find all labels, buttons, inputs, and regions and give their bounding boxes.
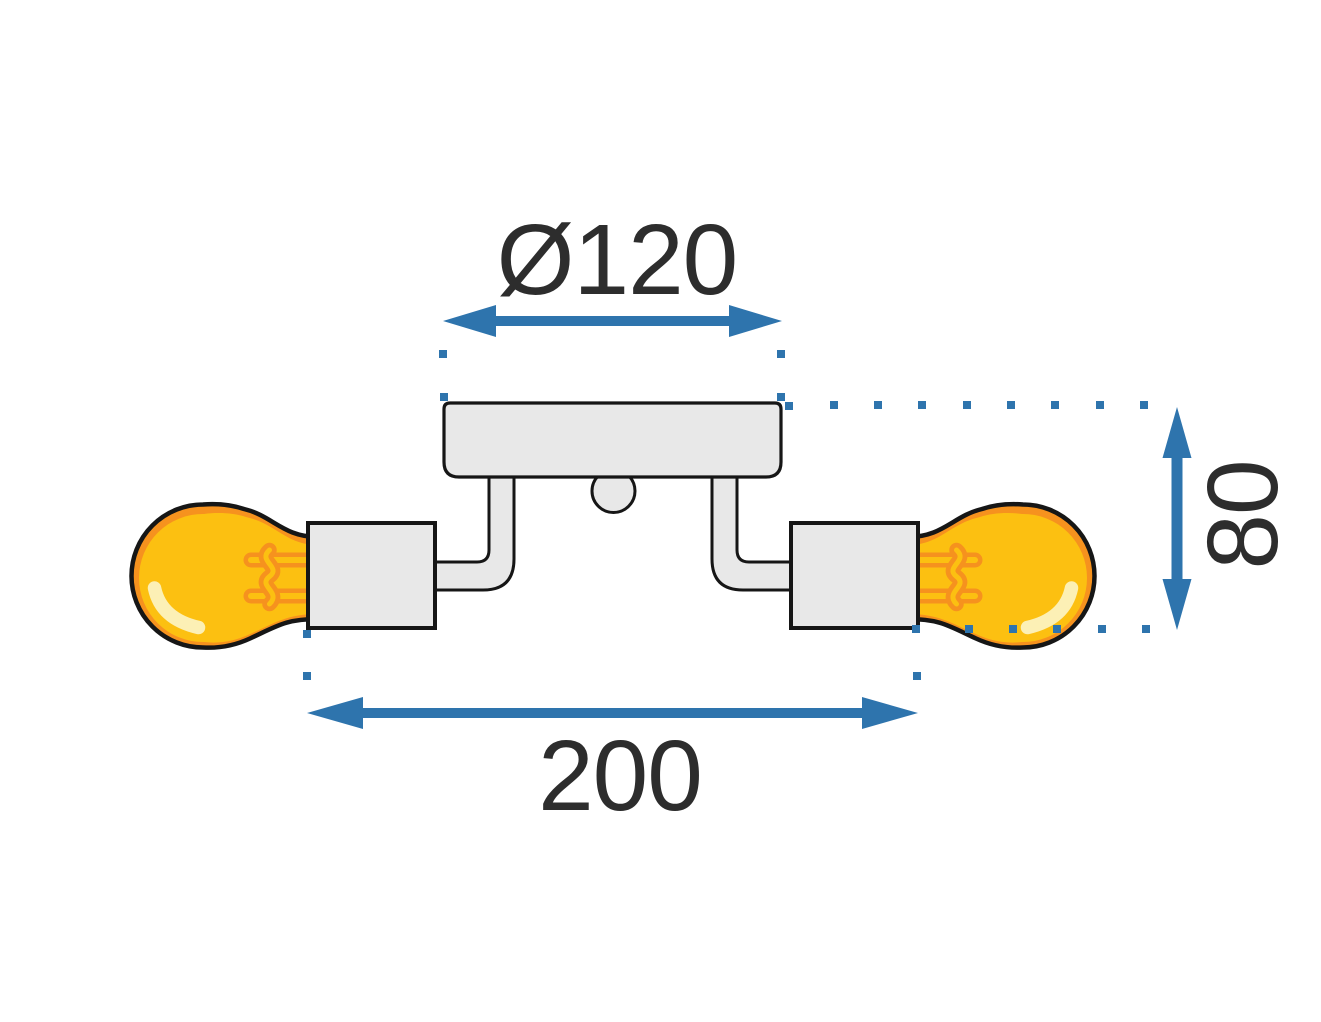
right-bulb: [906, 504, 1095, 647]
lamp-dimension-diagram: Ø120 80: [40, 16, 1321, 1006]
width-label: 200: [538, 720, 702, 832]
height-extension-dots: [830, 401, 1150, 633]
height-label: 80: [1187, 460, 1299, 569]
diameter-arrow: [443, 305, 782, 337]
height-arrow: [1162, 407, 1192, 630]
height-dimension: 80: [830, 401, 1299, 633]
diameter-label: Ø120: [497, 204, 738, 316]
right-socket: [789, 521, 920, 630]
width-dimension: 200: [303, 630, 921, 832]
lamp-fixture: [132, 401, 1095, 648]
ceiling-canopy: [442, 401, 783, 479]
left-socket: [306, 521, 437, 630]
right-arm: [710, 464, 800, 592]
width-extension-dots: [303, 630, 921, 680]
width-arrow: [307, 697, 918, 729]
left-arm: [426, 464, 516, 592]
left-bulb: [132, 504, 321, 647]
diameter-extension-dots: [439, 350, 793, 410]
dimension-diagram-canvas: Ø120 80: [40, 204, 1299, 832]
diameter-dimension: Ø120: [439, 204, 793, 410]
